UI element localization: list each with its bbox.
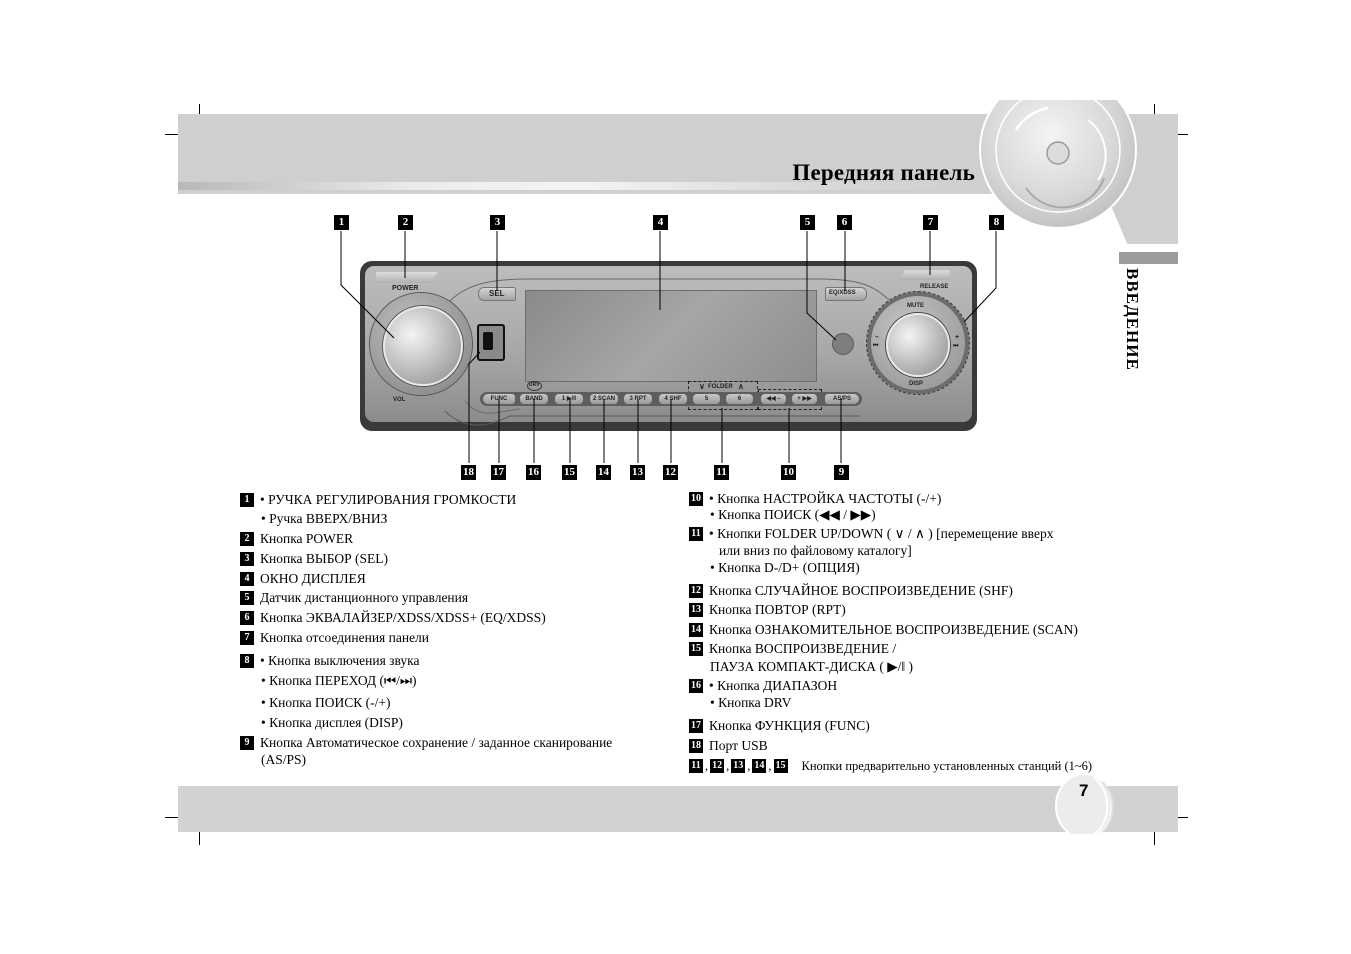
legend-item-16-line2: • Кнопка DRV bbox=[710, 695, 792, 710]
crop-mark bbox=[165, 817, 187, 818]
callout-3: 3 bbox=[490, 215, 505, 230]
preset-1-button[interactable]: 1 ▶/‖ bbox=[555, 394, 583, 404]
page-title: Передняя панель bbox=[792, 160, 975, 185]
skip-next-icon: ⏭ bbox=[953, 343, 959, 349]
callout-5: 5 bbox=[800, 215, 815, 230]
skip-prev-icon: ⏮ bbox=[873, 343, 879, 349]
folder-up-icon: ∧ bbox=[738, 382, 744, 391]
callout-9: 9 bbox=[834, 465, 849, 480]
callout-1: 1 bbox=[334, 215, 349, 230]
section-tab-label: ВВЕДЕНИЕ bbox=[1123, 268, 1142, 371]
callout-7: 7 bbox=[923, 215, 938, 230]
callout-10: 10 bbox=[781, 465, 796, 480]
drv-indicator bbox=[527, 381, 542, 391]
display-window bbox=[525, 290, 817, 382]
callout-11: 11 bbox=[714, 465, 729, 480]
power-button[interactable] bbox=[376, 272, 438, 283]
seek-plus-label: + bbox=[955, 334, 960, 341]
legend-item-8-line2: • Кнопка ПЕРЕХОД (⏮/⏭) bbox=[261, 673, 417, 688]
legend-item-8-line3: • Кнопка ПОИСК (-/+) bbox=[261, 695, 391, 710]
header-stripe bbox=[178, 182, 978, 190]
preset-4-button[interactable]: 4 SHF bbox=[659, 394, 687, 404]
power-label: POWER bbox=[392, 285, 419, 292]
callout-2: 2 bbox=[398, 215, 413, 230]
folder-label: FOLDER bbox=[708, 384, 733, 390]
mute-label: MUTE bbox=[907, 303, 924, 309]
release-button[interactable] bbox=[900, 270, 950, 280]
disp-label: DISP bbox=[909, 381, 924, 387]
legend-item-16: 16• Кнопка ДИАПАЗОН bbox=[689, 678, 838, 693]
legend-item-11: 11• Кнопки FOLDER UP/DOWN ( ∨ / ∧ ) [пер… bbox=[689, 525, 1053, 542]
seek-minus-label: – bbox=[875, 334, 879, 341]
legend-item-15-line2: ПАУЗА КОМПАКТ-ДИСКА ( ▶/‖ ) bbox=[710, 659, 914, 674]
legend-item-1-line2: • Ручка ВВЕРХ/ВНИЗ bbox=[261, 511, 388, 526]
callout-14: 14 bbox=[596, 465, 611, 480]
callout-15: 15 bbox=[562, 465, 577, 480]
callout-8: 8 bbox=[989, 215, 1004, 230]
callout-13: 13 bbox=[630, 465, 645, 480]
crop-mark bbox=[199, 825, 200, 845]
callout-12: 12 bbox=[663, 465, 678, 480]
section-tab-bar bbox=[1119, 252, 1178, 264]
page-number-disc-icon bbox=[1055, 774, 1114, 834]
disc-decoration-icon bbox=[979, 100, 1137, 229]
as-ps-button[interactable]: AS/PS bbox=[825, 394, 859, 404]
release-label: RELEASE bbox=[920, 284, 949, 290]
callout-18: 18 bbox=[461, 465, 476, 480]
folder-down-icon: ∨ bbox=[699, 382, 705, 391]
crop-mark bbox=[165, 134, 187, 135]
sel-label: SEL bbox=[489, 289, 505, 298]
crop-mark bbox=[1154, 825, 1155, 845]
legend-item-1: 1• РУЧКА РЕГУЛИРОВАНИЯ ГРОМКОСТИ bbox=[240, 491, 516, 508]
remote-sensor bbox=[832, 333, 854, 355]
legend-item-10-line2: • Кнопка ПОИСК (◀◀ / ▶▶) bbox=[710, 507, 876, 522]
callout-17: 17 bbox=[491, 465, 506, 480]
preset-5-button[interactable]: 5 bbox=[693, 394, 720, 404]
mute-knob[interactable] bbox=[886, 313, 950, 377]
legend-item-8: 8• Кнопка выключения звука bbox=[240, 652, 420, 669]
callout-6: 6 bbox=[837, 215, 852, 230]
legend-item-10: 10• Кнопка НАСТРОЙКА ЧАСТОТЫ (-/+) bbox=[689, 491, 942, 506]
callout-16: 16 bbox=[526, 465, 541, 480]
volume-knob[interactable] bbox=[383, 306, 463, 386]
drv-label: DRV bbox=[529, 382, 540, 388]
legend-item-11-line3: • Кнопка D-/D+ (ОПЦИЯ) bbox=[710, 560, 860, 575]
legend-item-8-line4: • Кнопка дисплея (DISP) bbox=[261, 715, 403, 730]
seek-back-button[interactable]: ◀◀ – bbox=[761, 394, 786, 404]
eq-xdss-button[interactable] bbox=[825, 287, 867, 301]
preset-6-button[interactable]: 6 bbox=[726, 394, 753, 404]
callout-4: 4 bbox=[653, 215, 668, 230]
footer-band bbox=[178, 786, 1178, 832]
seek-forward-button[interactable]: + ▶▶ bbox=[792, 394, 817, 404]
eq-xdss-label: EQ/XDSS bbox=[829, 290, 856, 296]
legend-item-11-line2: или вниз по файловому каталогу] bbox=[719, 543, 912, 558]
vol-label: VOL bbox=[393, 397, 406, 403]
usb-port-socket bbox=[483, 332, 493, 350]
legend-item-9-line2: (AS/PS) bbox=[261, 752, 307, 767]
page-number: 7 bbox=[1079, 781, 1089, 800]
